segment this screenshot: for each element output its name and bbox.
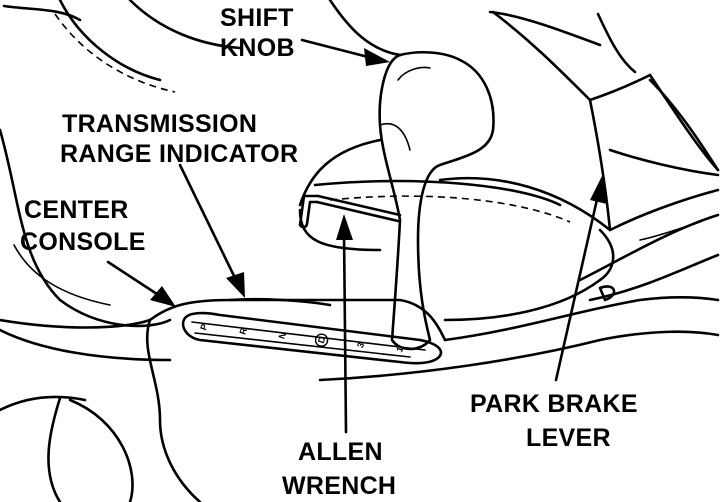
indicator-letter-3: 3: [355, 341, 366, 349]
transmission-range-label-line2: RANGE INDICATOR: [60, 140, 298, 168]
callout-allen-wrench: ALLEN WRENCH: [282, 438, 396, 500]
indicator-d-ring: [314, 333, 329, 347]
shift-knob-label-line1: SHIFT: [220, 4, 294, 32]
callout-park-brake-lever: PARK BRAKE LEVER: [470, 390, 638, 452]
shift-knob-label-line2: KNOB: [220, 34, 295, 62]
callout-shift-knob: SHIFT KNOB: [220, 4, 295, 62]
center-console-label-line1: CENTER: [24, 196, 129, 224]
indicator-letter-r: R: [237, 326, 249, 336]
transmission-range-label-line1: TRANSMISSION: [62, 110, 257, 138]
center-console-label-line2: CONSOLE: [20, 228, 146, 256]
indicator-letters: P R N D 3 1: [198, 322, 405, 353]
allen-wrench-label-line1: ALLEN: [298, 438, 383, 466]
leader-arrows: [106, 38, 607, 434]
allen-wrench: [298, 194, 402, 229]
indicator-letter-n: N: [277, 331, 289, 341]
park-brake-label-line2: LEVER: [526, 424, 611, 452]
shift-lever: [378, 50, 495, 351]
console-tray: [298, 176, 615, 322]
park-brake-lever: [491, 10, 720, 302]
indicator-letter-d: D: [316, 335, 328, 345]
range-indicator-plate: [181, 311, 443, 365]
park-brake-label-line1: PARK BRAKE: [470, 390, 638, 418]
callout-center-console: CENTER CONSOLE: [20, 196, 146, 256]
indicator-letter-p: P: [198, 322, 209, 331]
callout-transmission-range-indicator: TRANSMISSION RANGE INDICATOR: [60, 110, 298, 168]
allen-wrench-label-line2: WRENCH: [282, 472, 396, 500]
center-console: [0, 295, 720, 502]
indicator-letter-1: 1: [394, 345, 405, 353]
